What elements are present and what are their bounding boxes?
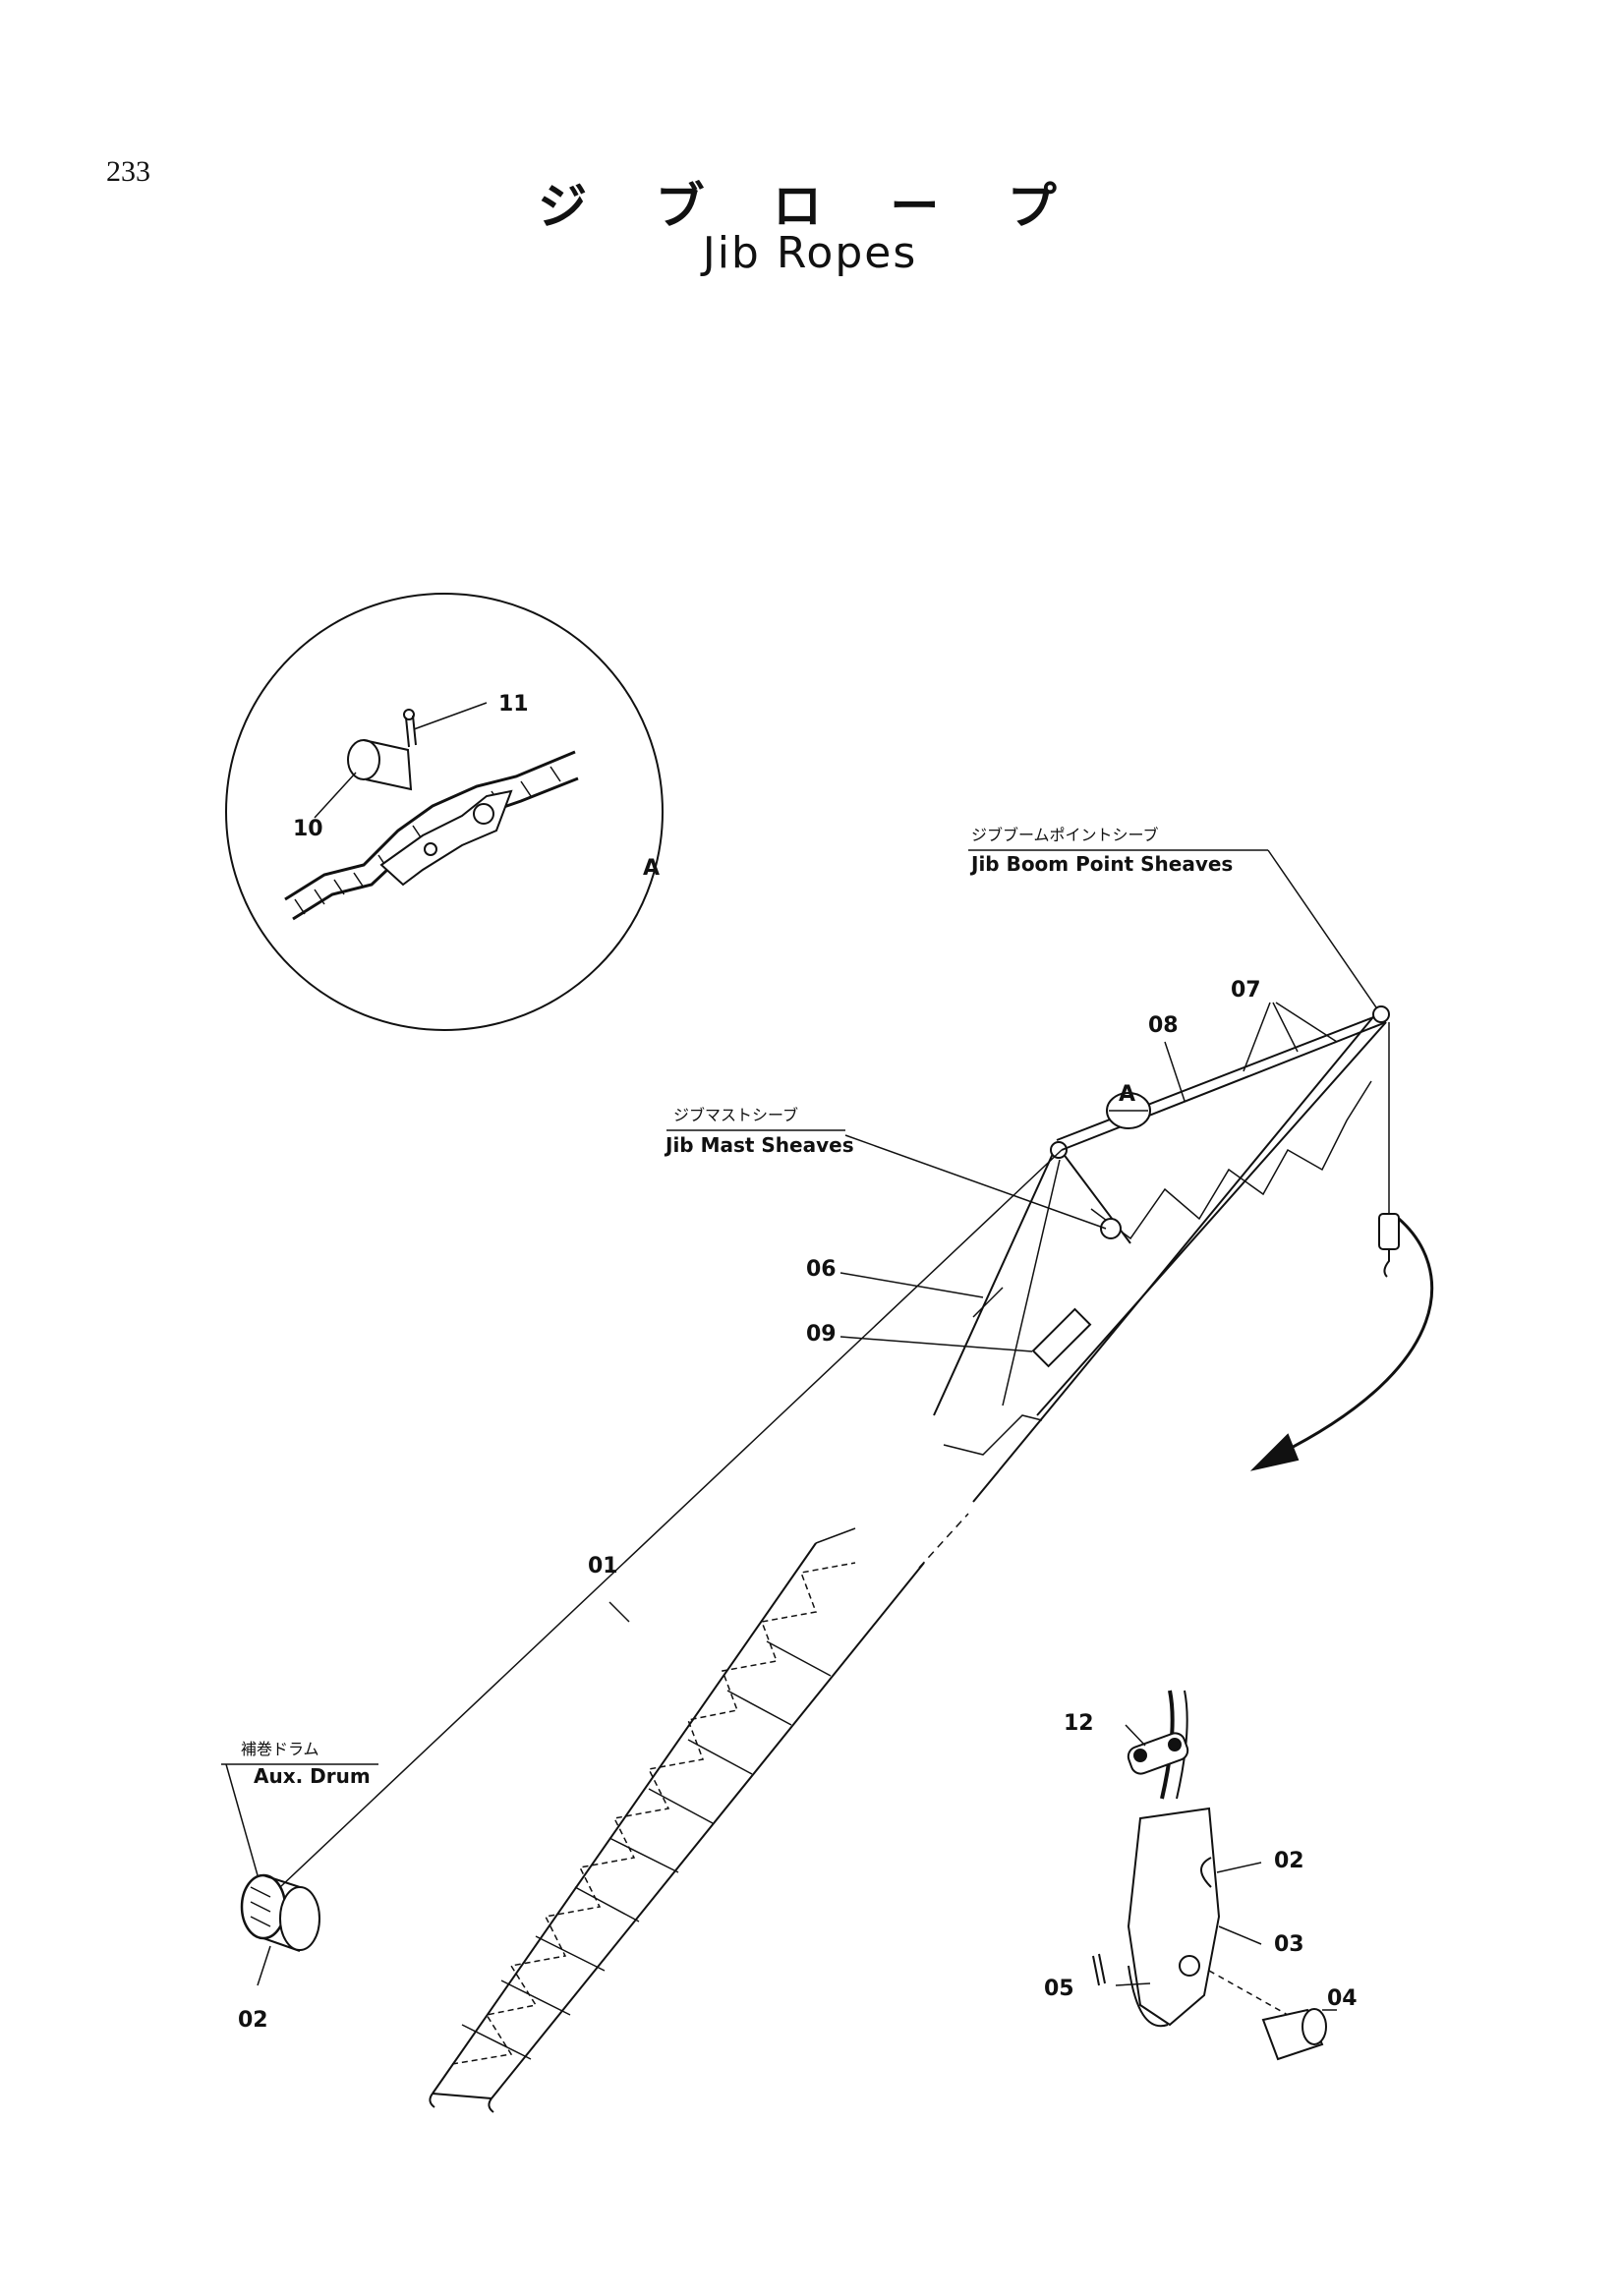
detail-a-marker-label: A xyxy=(1119,1082,1135,1107)
detail-a-label: A xyxy=(643,856,660,881)
part-06-label: 06 xyxy=(806,1257,837,1282)
jib-mast-sheaves-jp: ジブマストシーブ xyxy=(673,1106,798,1124)
part-08-label: 08 xyxy=(1148,1013,1179,1038)
part-01-label: 01 xyxy=(588,1554,618,1578)
part-10-label: 10 xyxy=(293,817,323,841)
page-number: 233 xyxy=(106,155,150,188)
lattice-boom xyxy=(429,1513,969,2113)
part-11-label: 11 xyxy=(498,692,529,717)
detail-a-view xyxy=(225,593,664,1031)
part-12-label: 12 xyxy=(1064,1711,1094,1736)
aux-drum-jp: 補巻ドラム xyxy=(241,1740,319,1758)
part-02-label-drum: 02 xyxy=(238,2008,268,2033)
part-07-label: 07 xyxy=(1231,978,1261,1003)
title-english: Jib Ropes xyxy=(702,228,918,278)
jib-boom-point-sheaves-en: Jib Boom Point Sheaves xyxy=(969,852,1233,876)
curved-arrow xyxy=(1249,1217,1434,1471)
jib-boom-point-sheaves-jp: ジブブームポイントシーブ xyxy=(971,826,1159,844)
part-03-label: 03 xyxy=(1274,1932,1304,1957)
part-02-label-socket: 02 xyxy=(1274,1849,1304,1873)
detail-a-marker xyxy=(1106,1092,1151,1129)
title-japanese: ジ ブ ロ ー プ xyxy=(538,178,1082,235)
callout-leaders xyxy=(221,849,1377,1986)
part-04-label: 04 xyxy=(1327,1986,1358,2011)
part-05-label: 05 xyxy=(1044,1977,1074,2001)
jib-mast-sheaves-en: Jib Mast Sheaves xyxy=(664,1133,854,1157)
aux-drum-en: Aux. Drum xyxy=(254,1764,371,1788)
aux-drum xyxy=(240,1873,320,1952)
part-09-label: 09 xyxy=(806,1322,837,1347)
socket-detail xyxy=(1092,1690,1337,2061)
